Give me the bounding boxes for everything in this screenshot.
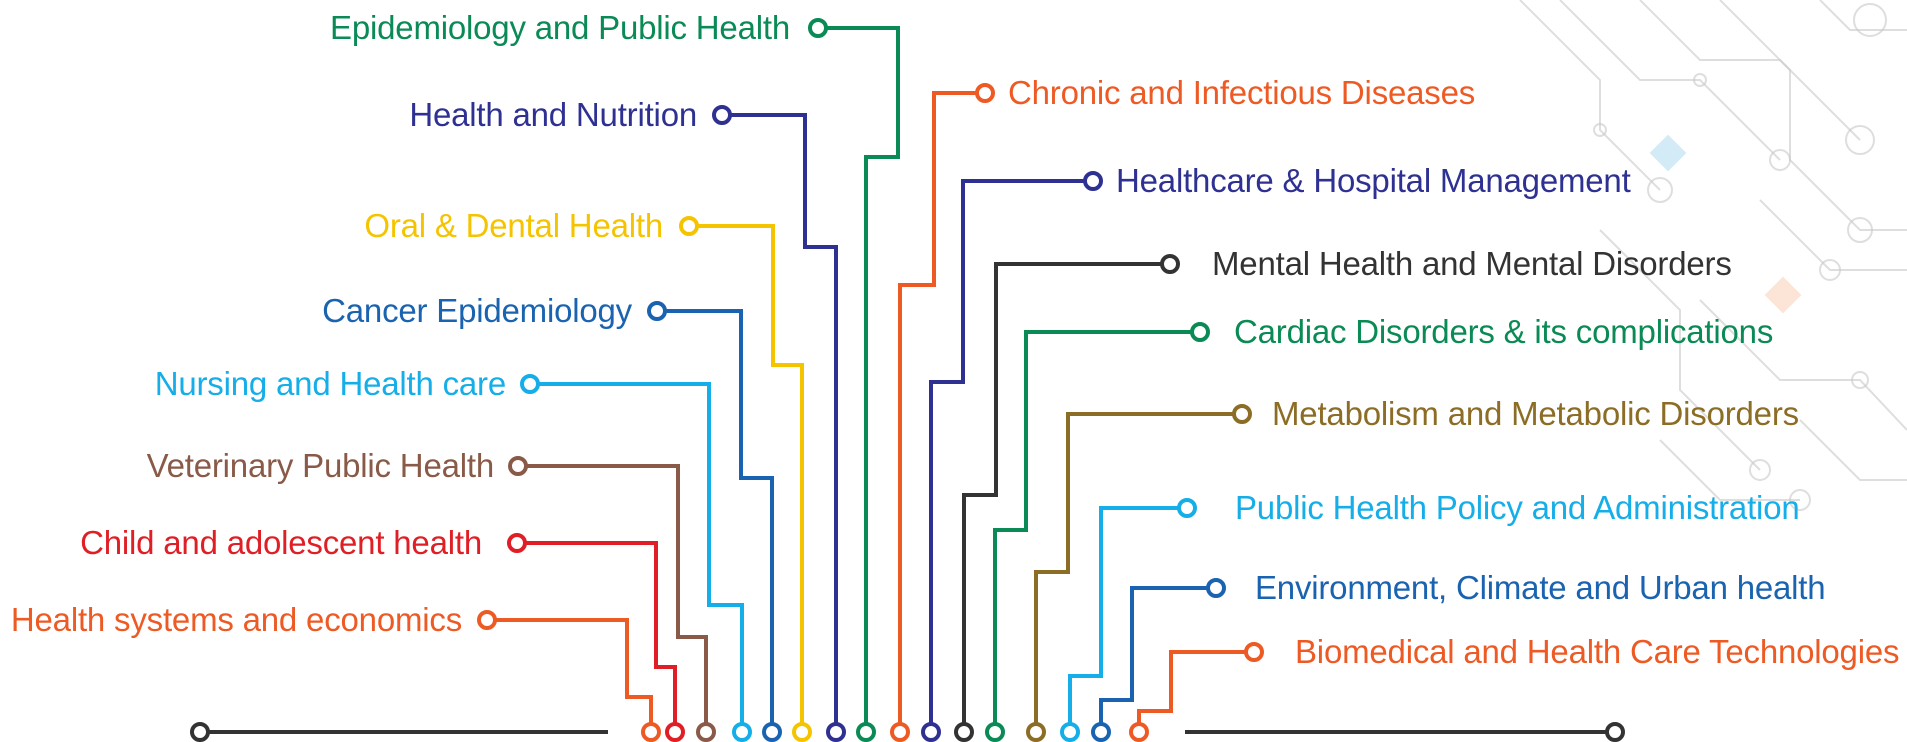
topic-health-systems-economics[interactable]: Health systems and economics (10, 601, 462, 638)
right-base-circle-2 (954, 722, 974, 742)
right-base-circle-6 (1091, 722, 1111, 742)
left-connector-line-3 (657, 309, 774, 732)
circuit-trace-6 (1699, 299, 1907, 431)
right-endpoint-circle-2 (1160, 254, 1180, 274)
circuit-node-2 (1845, 125, 1875, 155)
right-connector-line-6 (1099, 586, 1216, 732)
topic-veterinary-public-health[interactable]: Veterinary Public Health (146, 447, 495, 484)
left-endpoint-circle-4 (520, 374, 540, 394)
topic-child-adolescent-health[interactable]: Child and adolescent health (80, 524, 482, 561)
circuit-trace-5 (1599, 229, 1761, 471)
right-connector-line-1 (929, 179, 1093, 732)
right-endpoint-circle-1 (1083, 171, 1103, 191)
right-base-circle-3 (985, 722, 1005, 742)
right-endpoint-circle-4 (1232, 404, 1252, 424)
topic-oral-dental-health[interactable]: Oral & Dental Health (364, 207, 663, 244)
circuit-node-1 (1769, 149, 1791, 171)
topic-biomedical-health-tech[interactable]: Biomedical and Health Care Technologies (1295, 633, 1900, 670)
right-connector-line-7 (1137, 650, 1254, 732)
circuit-node-3 (1847, 217, 1873, 243)
topic-mental-health-disorders[interactable]: Mental Health and Mental Disorders (1212, 245, 1732, 282)
topic-environment-climate-urban[interactable]: Environment, Climate and Urban health (1255, 569, 1826, 606)
circuit-trace-2 (1639, 0, 1861, 141)
topic-cardiac-disorders[interactable]: Cardiac Disorders & its complications (1234, 313, 1774, 350)
left-endpoint-circle-5 (508, 456, 528, 476)
left-connector-line-7 (487, 618, 653, 732)
left-connector-line-4 (530, 382, 744, 732)
circuit-trace-4 (1819, 0, 1907, 31)
right-endpoint-circle-7 (1244, 642, 1264, 662)
left-connector-line-2 (689, 224, 804, 732)
right-connector-line-2 (962, 262, 1170, 732)
right-endpoint-circle-6 (1206, 578, 1226, 598)
right-connector-line-0 (898, 91, 985, 732)
decor-diamond-peach (1764, 276, 1802, 314)
right-endpoint-circle-5 (1177, 498, 1197, 518)
right-base-circle-4 (1026, 722, 1046, 742)
circuit-node-10 (1693, 73, 1707, 87)
circuit-node-4 (1749, 459, 1771, 481)
right-endpoint-circle-0 (975, 83, 995, 103)
circuit-node-7 (1819, 259, 1841, 281)
topic-chronic-infectious-diseases[interactable]: Chronic and Infectious Diseases (1008, 74, 1476, 111)
left-endpoint-circle-1 (712, 105, 732, 125)
topic-epidemiology-public-health[interactable]: Epidemiology and Public Health (330, 9, 790, 46)
left-base-circle-4 (732, 722, 752, 742)
left-endpoint-circle-7 (477, 610, 497, 630)
right-base-circle-7 (1129, 722, 1149, 742)
left-base-circle-0 (856, 722, 876, 742)
right-connector-line-4 (1034, 412, 1242, 732)
left-connector-line-1 (722, 113, 838, 732)
circuit-node-0 (1647, 177, 1673, 203)
circuit-trace-9 (1659, 439, 1800, 501)
right-base-circle-0 (890, 722, 910, 742)
circuit-trace-7 (1759, 199, 1907, 271)
left-base-circle-5 (696, 722, 716, 742)
decor-diamond-blue (1649, 134, 1687, 172)
left-endpoint-circle-2 (679, 216, 699, 236)
left-connector-line-6 (517, 541, 677, 732)
right-connector-line-3 (993, 330, 1200, 732)
topic-public-health-policy[interactable]: Public Health Policy and Administration (1235, 489, 1800, 526)
right-endpoint-circle-3 (1190, 322, 1210, 342)
circuit-node-6 (1853, 3, 1887, 37)
left-base-circle-1 (826, 722, 846, 742)
left-endpoint-circle-0 (808, 18, 828, 38)
left-connector-line-5 (518, 464, 708, 732)
left-connector-line-0 (818, 26, 900, 732)
topic-metabolism-metabolic-disorders[interactable]: Metabolism and Metabolic Disorders (1272, 395, 1799, 432)
left-endpoint-circle-6 (507, 533, 527, 553)
circuit-trace-0 (1519, 0, 1661, 191)
topic-nursing-health-care[interactable]: Nursing and Health care (154, 365, 506, 402)
circuit-node-8 (1789, 489, 1811, 511)
left-base-circle-6 (665, 722, 685, 742)
circuit-trace-1 (1559, 0, 1781, 161)
left-base-circle-3 (762, 722, 782, 742)
baseline-left-end-circle (190, 722, 210, 742)
left-base-circle-2 (792, 722, 812, 742)
topic-cancer-epidemiology[interactable]: Cancer Epidemiology (322, 292, 632, 329)
topic-health-nutrition[interactable]: Health and Nutrition (409, 96, 697, 133)
left-base-circle-7 (641, 722, 661, 742)
right-base-circle-5 (1060, 722, 1080, 742)
left-endpoint-circle-3 (647, 301, 667, 321)
topic-healthcare-hospital-management[interactable]: Healthcare & Hospital Management (1116, 162, 1631, 199)
right-connector-line-5 (1068, 506, 1187, 732)
right-base-circle-1 (921, 722, 941, 742)
circuit-trace-8 (1799, 419, 1907, 481)
circuit-node-9 (1593, 123, 1607, 137)
circuit-node-5 (1851, 371, 1869, 389)
baseline-right-end-circle (1605, 722, 1625, 742)
